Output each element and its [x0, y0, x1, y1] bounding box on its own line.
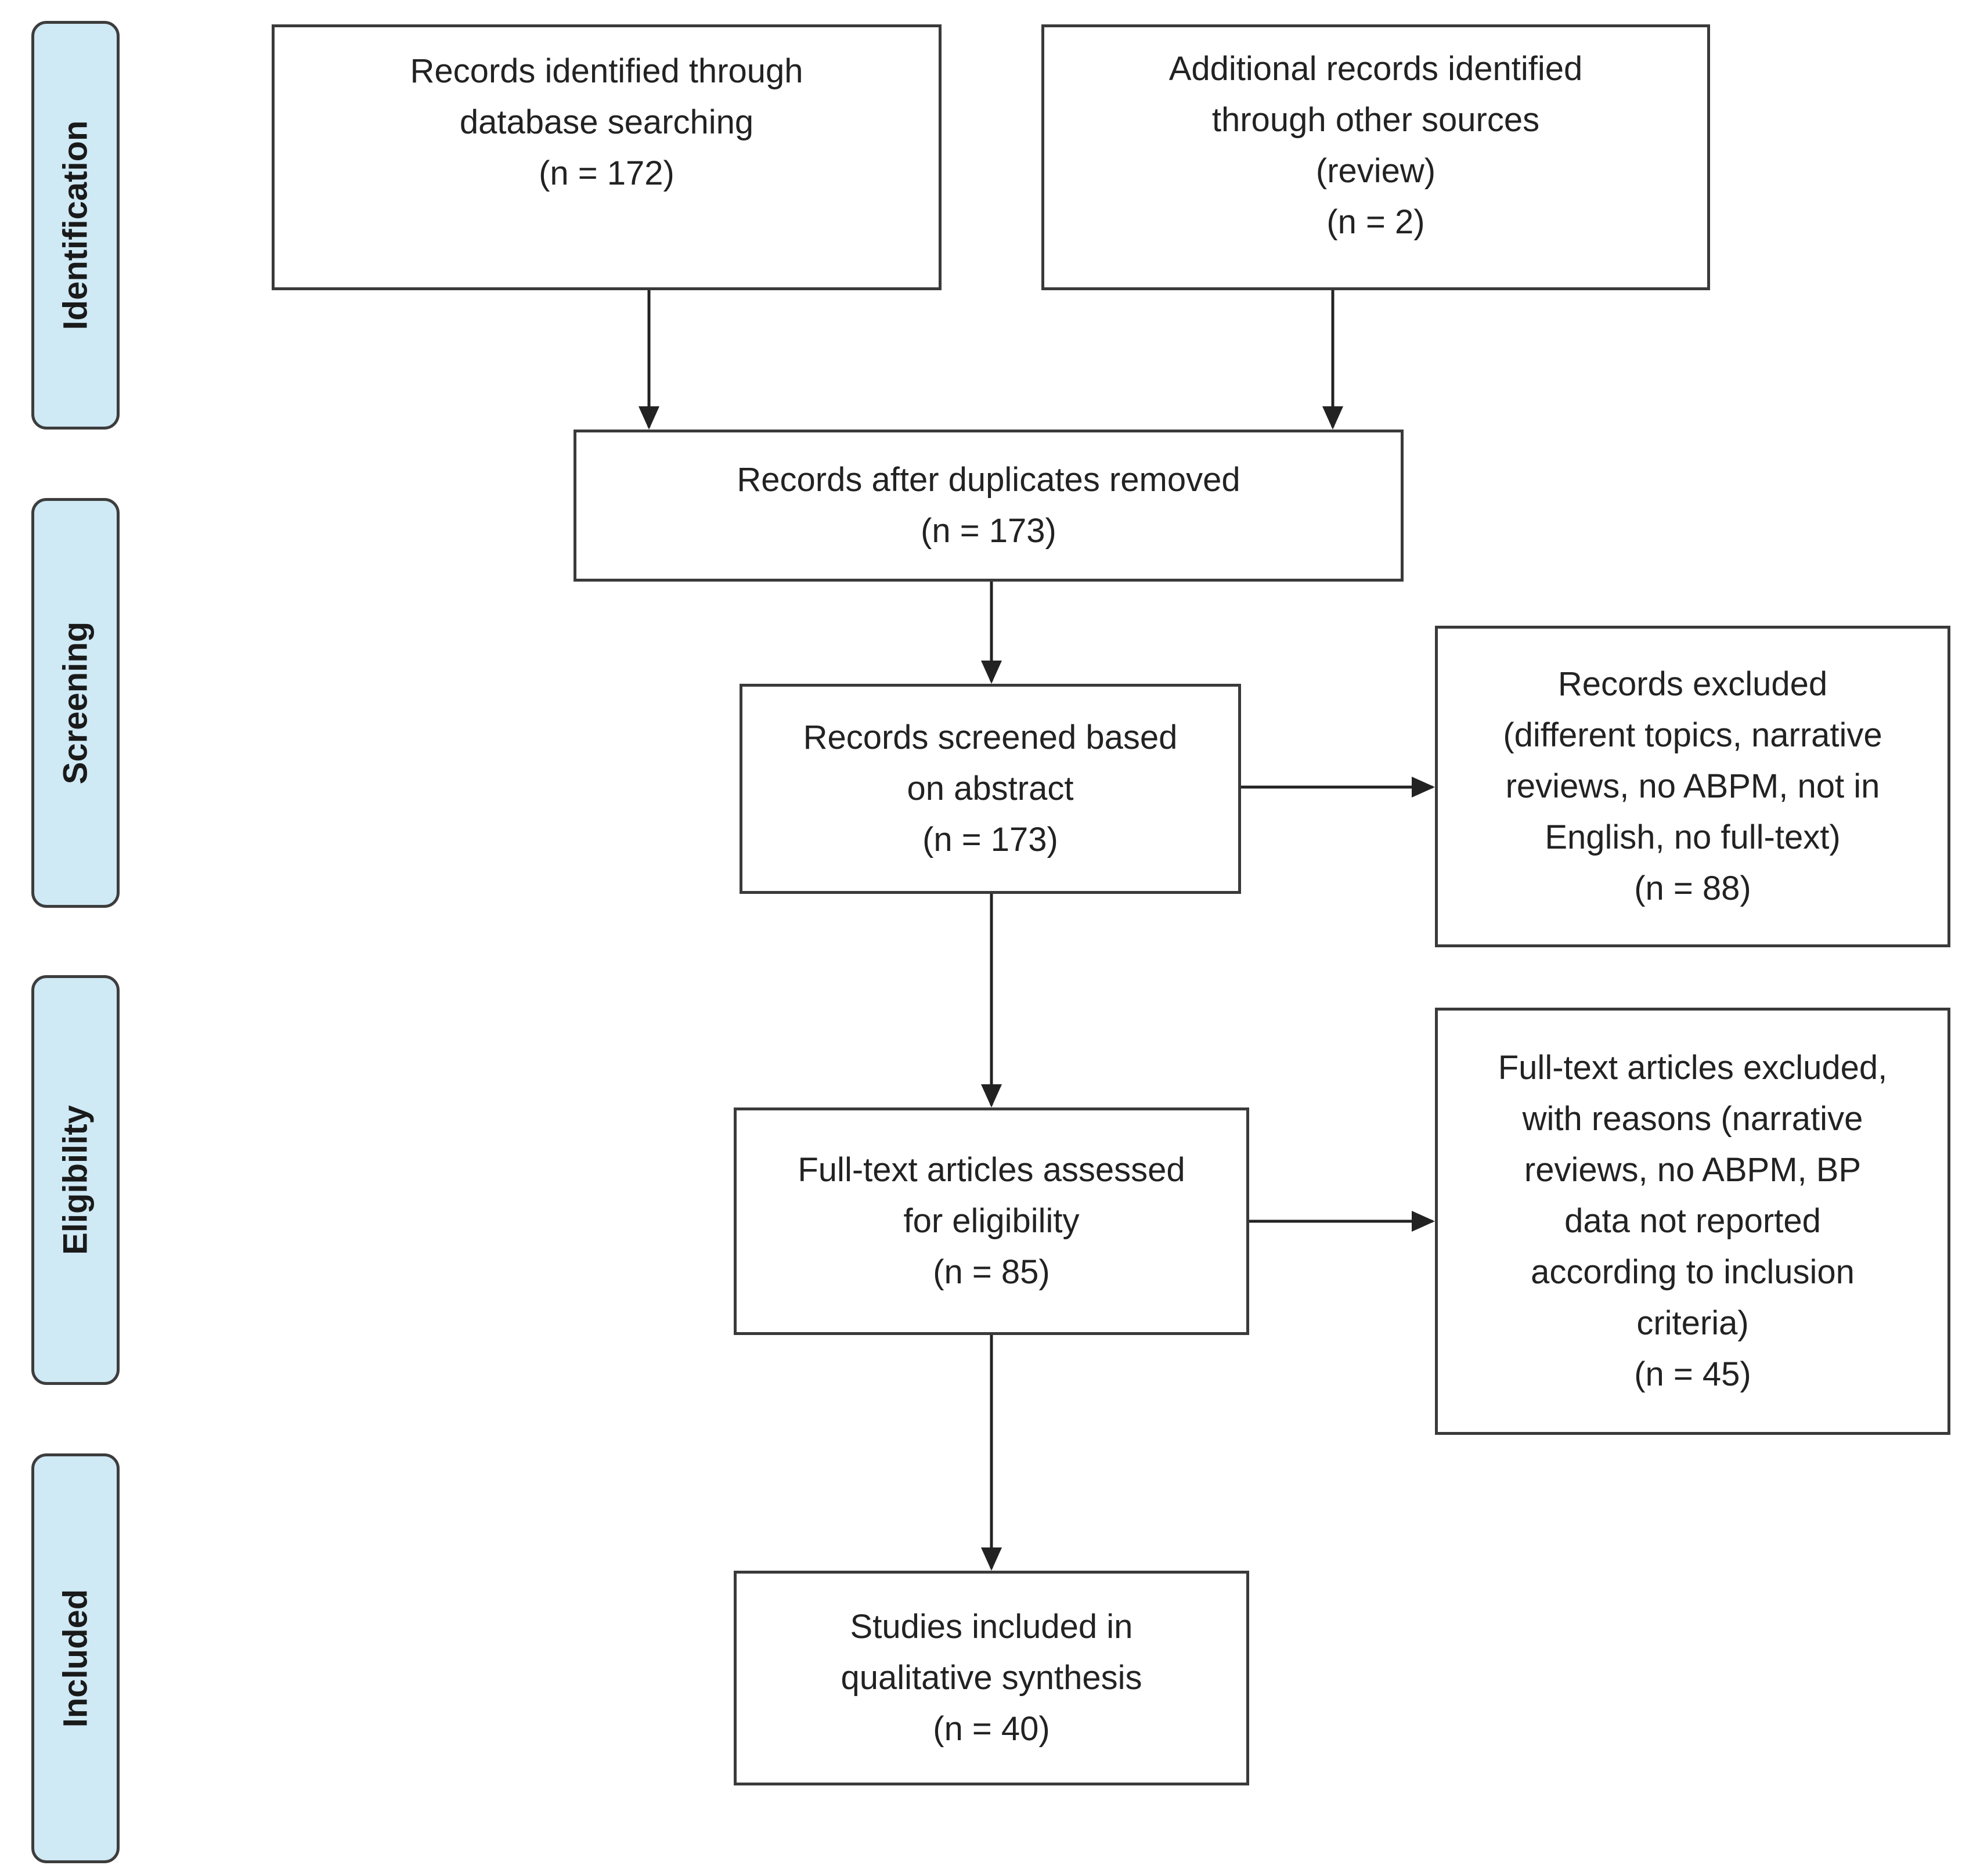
- phase-identification: Identification: [31, 21, 120, 430]
- duplicates-removed-text: Records after duplicates removed (n = 17…: [737, 461, 1240, 550]
- arrowhead-screened-to-assessed: [981, 1084, 1002, 1107]
- database-search-text: Records identified through database sear…: [410, 52, 803, 192]
- phase-screening: Screening: [31, 498, 120, 908]
- database-search-box: Records identified through database sear…: [272, 24, 942, 290]
- included-studies-box: Studies included in qualitative synthesi…: [734, 1571, 1249, 1785]
- arrowhead-database-to-duplicates: [639, 406, 659, 430]
- full-text-assessed-text: Full-text articles assessed for eligibil…: [798, 1151, 1185, 1291]
- records-excluded-text: Records excluded (different topics, narr…: [1503, 665, 1882, 907]
- screened-text: Records screened based on abstract (n = …: [803, 719, 1178, 858]
- full-text-assessed-box: Full-text articles assessed for eligibil…: [734, 1107, 1249, 1335]
- arrowhead-screened-to-excluded: [1412, 777, 1435, 798]
- included-studies-text: Studies included in qualitative synthesi…: [841, 1608, 1142, 1748]
- arrowhead-other-to-duplicates: [1322, 406, 1343, 430]
- phase-eligibility: Eligibility: [31, 975, 120, 1385]
- full-text-excluded-box: Full-text articles excluded, with reason…: [1435, 1008, 1950, 1435]
- full-text-excluded-text: Full-text articles excluded, with reason…: [1498, 1049, 1888, 1393]
- other-sources-box: Additional records identified through ot…: [1041, 24, 1710, 290]
- arrowhead-duplicates-to-screened: [981, 661, 1002, 684]
- records-excluded-box: Records excluded (different topics, narr…: [1435, 626, 1950, 947]
- phase-included: Included: [31, 1453, 120, 1863]
- duplicates-removed-box: Records after duplicates removed (n = 17…: [574, 430, 1404, 582]
- arrowhead-assessed-to-included: [981, 1547, 1002, 1571]
- other-sources-text: Additional records identified through ot…: [1168, 50, 1583, 241]
- screened-box: Records screened based on abstract (n = …: [740, 684, 1241, 894]
- arrowhead-assessed-to-excluded: [1412, 1211, 1435, 1232]
